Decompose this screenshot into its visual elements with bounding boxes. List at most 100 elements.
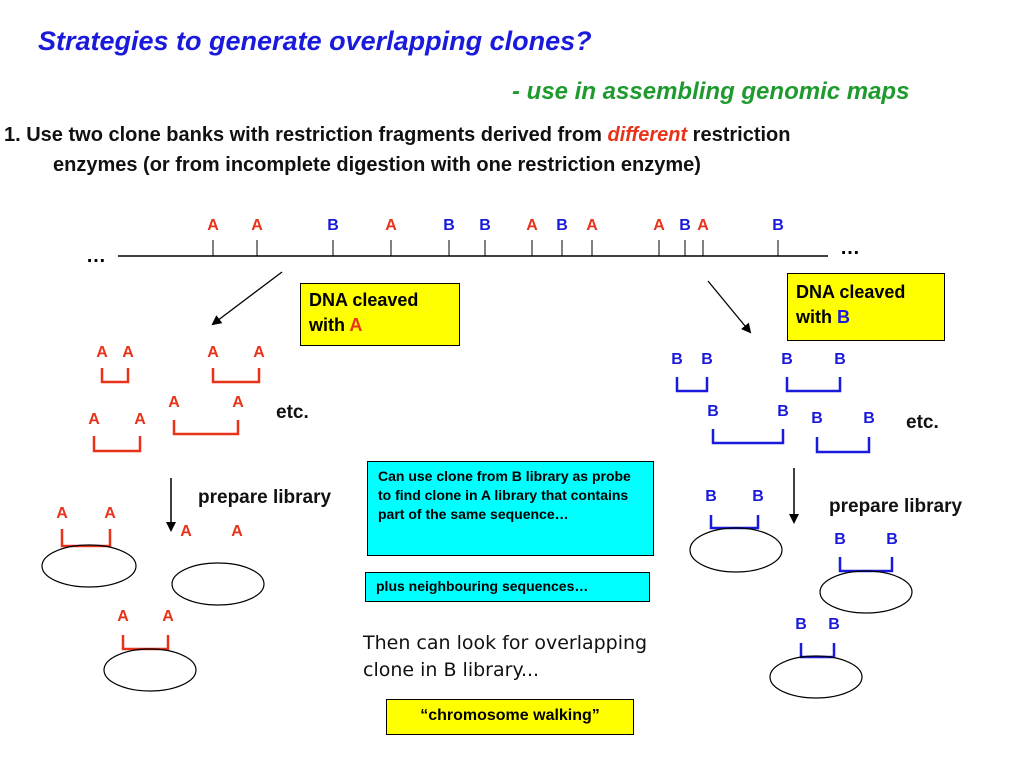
site-label-a: A (586, 217, 598, 234)
site-label-a: A (526, 217, 538, 234)
fragment-bracket (838, 557, 894, 573)
callout-text: DNA cleaved with (796, 282, 906, 327)
callout-text: DNA cleaved with (309, 290, 419, 335)
fragment-end-label: A (122, 344, 134, 361)
fragment-end-label: B (828, 616, 840, 633)
fragment-bracket (100, 368, 130, 384)
fragment-end-label: B (671, 351, 683, 368)
fragment-bracket (121, 635, 170, 651)
point-line-1: 1. Use two clone banks with restriction … (4, 120, 790, 150)
prepare-library-label-b: prepare library (829, 496, 963, 517)
arrow-to-library-a (211, 271, 283, 326)
slide-title: Strategies to generate overlapping clone… (38, 26, 592, 56)
fragment-end-label: B (834, 531, 846, 548)
site-label-a: A (207, 217, 219, 234)
site-label-b: B (443, 217, 455, 234)
fragment-end-label: B (705, 488, 717, 505)
fragment-end-label: A (104, 505, 116, 522)
fragment-bracket (709, 515, 760, 530)
fragment-bracket (799, 643, 836, 659)
point-text: 1. Use two clone banks with restriction … (4, 124, 608, 146)
fragment-end-label: B (811, 410, 823, 427)
vector-circle (689, 527, 783, 573)
enzyme-name-a: A (349, 315, 363, 335)
fragment-end-label: B (795, 616, 807, 633)
fragment-bracket (172, 420, 240, 436)
point-emphasis: different (607, 124, 688, 146)
fragment-bracket (815, 437, 871, 454)
vector-circle (819, 570, 913, 614)
fragment-end-label: A (134, 411, 146, 428)
strategy-point-1: 1. Use two clone banks with restriction … (4, 120, 790, 180)
fragment-end-label: A (180, 523, 192, 540)
vector-circle (171, 562, 265, 606)
fragment-end-label: A (88, 411, 100, 428)
site-label-b: B (556, 217, 568, 234)
site-label-a: A (251, 217, 263, 234)
site-label-b: B (772, 217, 784, 234)
fragment-end-label: A (207, 344, 219, 361)
fragment-end-label: A (168, 394, 180, 411)
fragment-end-label: B (834, 351, 846, 368)
overlap-note: Then can look for overlapping clone in B… (363, 632, 648, 681)
fragment-bracket (92, 436, 142, 453)
fragment-end-label: A (253, 344, 265, 361)
library-b-clones (689, 527, 913, 699)
enzyme-name-b: B (837, 307, 850, 327)
site-label-a: A (385, 217, 397, 234)
vector-circle (769, 655, 863, 699)
fragment-end-label: B (777, 403, 789, 420)
fragment-end-label: A (117, 608, 129, 625)
fragment-end-label: B (752, 488, 764, 505)
fragment-bracket (785, 377, 842, 393)
site-label-b: B (327, 217, 339, 234)
site-label-a: A (653, 217, 665, 234)
point-line-2: enzymes (or from incomplete digestion wi… (53, 154, 701, 176)
fragment-end-label: A (56, 505, 68, 522)
library-a-clones (41, 544, 265, 692)
fragment-end-label: A (231, 523, 243, 540)
slide-subtitle: - use in assembling genomic maps (512, 78, 910, 105)
callout-cleaved-b: DNA cleaved with B (787, 273, 945, 341)
map-ellipsis-left: … (86, 245, 106, 267)
arrow-to-library-b (707, 280, 752, 334)
fragment-bracket (60, 529, 112, 548)
chromosome-walking-note: “chromosome walking” (386, 699, 634, 735)
fragment-end-label: B (781, 351, 793, 368)
site-label-a: A (697, 217, 709, 234)
fragment-end-label: A (96, 344, 108, 361)
etc-label-b: etc. (906, 412, 939, 433)
fragment-end-label: B (707, 403, 719, 420)
probe-note: Can use clone from B library as probe to… (367, 461, 654, 556)
etc-label-a: etc. (276, 402, 309, 423)
site-label-b: B (679, 217, 691, 234)
fragment-end-label: B (886, 531, 898, 548)
vector-circle (41, 544, 137, 588)
fragment-bracket (711, 429, 785, 445)
fragment-end-label: A (232, 394, 244, 411)
site-label-b: B (479, 217, 491, 234)
fragment-bracket (211, 368, 261, 384)
vector-circle (103, 648, 197, 692)
fragment-end-label: B (863, 410, 875, 427)
fragment-bracket (675, 377, 709, 393)
point-text-suffix: restriction (687, 124, 791, 146)
callout-cleaved-a: DNA cleaved with A (300, 283, 460, 346)
